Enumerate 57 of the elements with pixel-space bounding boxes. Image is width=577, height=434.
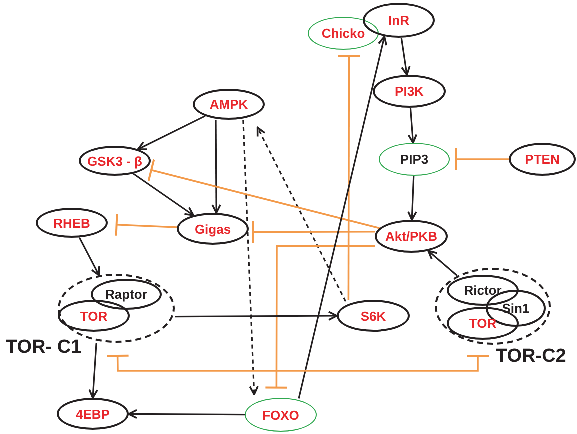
arrow: [212, 120, 222, 214]
protein-ellipse: [36, 208, 108, 238]
protein-ellipse: [308, 17, 379, 50]
protein-label: Raptor: [106, 288, 148, 301]
protein-label: 4EBP: [76, 408, 110, 420]
protein-ellipse: [91, 279, 162, 310]
protein-label: GSK3 - β: [88, 154, 142, 168]
arrow: [137, 115, 206, 150]
protein-ellipse: [245, 398, 317, 432]
protein-label: FOXO: [262, 408, 300, 422]
arrow: [408, 176, 418, 221]
protein-label: Akt/PKB: [385, 230, 438, 243]
protein-label: S6K: [360, 310, 386, 322]
protein-ellipse: [375, 220, 448, 253]
arrow: [428, 250, 458, 277]
arrow: [175, 311, 338, 321]
complex-outline: [435, 268, 551, 345]
protein-ellipse: [177, 213, 249, 245]
arrow: [298, 36, 388, 399]
inhibition-line: [148, 158, 380, 230]
protein-label: AMPK: [210, 98, 248, 111]
protein-label: PIP3: [400, 153, 429, 166]
protein-label: InR: [388, 14, 410, 27]
inhibition-line: [252, 220, 375, 244]
protein-label: TOR: [469, 317, 497, 330]
protein-ellipse: [509, 143, 576, 176]
arrow: [88, 342, 98, 399]
protein-ellipse: [193, 89, 265, 120]
inhibition-line: [337, 54, 362, 300]
inhibition-line: [264, 245, 375, 389]
protein-label: PI3K: [395, 85, 424, 98]
protein-label: Gigas: [194, 222, 232, 236]
protein-ellipse: [337, 300, 410, 332]
arrow: [128, 409, 245, 420]
protein-label: PTEN: [525, 153, 560, 166]
protein-ellipse: [79, 146, 151, 176]
protein-label: RHEB: [54, 216, 90, 230]
complex-label: TOR- C1: [6, 338, 82, 357]
protein-ellipse: [373, 75, 446, 108]
dashed-arrow: [242, 120, 259, 396]
inhibition-line: [278, 355, 490, 372]
arrow: [400, 38, 411, 76]
protein-ellipse: [363, 3, 435, 38]
dashed-arrow: [256, 126, 347, 302]
arrow: [133, 173, 194, 216]
protein-label: TOR: [80, 310, 108, 322]
complex-label: TOR-C2: [496, 347, 566, 366]
protein-ellipse: [379, 143, 450, 176]
protein-ellipse: [57, 398, 129, 430]
protein-label: Chicko: [322, 27, 366, 40]
arrow: [78, 237, 100, 276]
arrow: [408, 108, 418, 144]
inhibition-line: [455, 148, 509, 172]
inhibition-line: [115, 212, 178, 237]
inhibition-line: [106, 354, 278, 372]
protein-label: Rictor: [464, 284, 502, 297]
protein-ellipse: [58, 300, 130, 332]
